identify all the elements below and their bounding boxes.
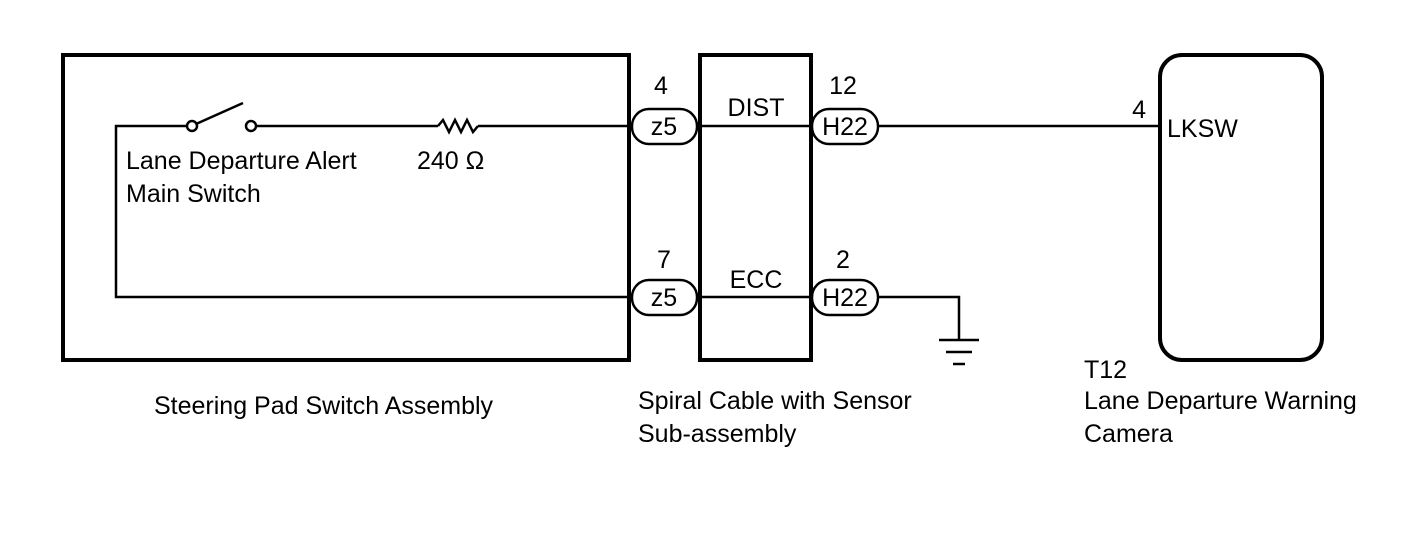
pin-z5-bottom: 7 bbox=[657, 246, 671, 274]
connector-z5-bottom bbox=[630, 278, 699, 317]
switch-label-line1: Lane Departure Alert bbox=[126, 147, 357, 175]
wire-inner-loop bbox=[114, 124, 632, 299]
connector-h22-bottom bbox=[810, 278, 880, 317]
terminal-lksw: LKSW bbox=[1167, 115, 1238, 143]
switch-blade bbox=[195, 101, 244, 126]
pin-h22-bottom: 2 bbox=[836, 246, 850, 274]
camera-name-line2: Camera bbox=[1084, 420, 1173, 448]
switch-contact-left bbox=[185, 119, 199, 133]
spiral-cable-name-line2: Sub-assembly bbox=[638, 420, 797, 448]
connector-h22-bottom-label: H22 bbox=[822, 284, 868, 312]
spiral-cable-box bbox=[698, 53, 813, 362]
spiral-cable-name-line1: Spiral Cable with Sensor bbox=[638, 387, 912, 415]
steering-pad-switch-box bbox=[61, 53, 631, 362]
pin-camera: 4 bbox=[1132, 96, 1146, 124]
camera-box bbox=[1158, 53, 1324, 362]
camera-name-line1: Lane Departure Warning bbox=[1084, 387, 1357, 415]
switch-label-line2: Main Switch bbox=[126, 180, 261, 208]
signal-dist: DIST bbox=[728, 94, 785, 122]
connector-z5-top bbox=[630, 107, 699, 146]
wire-ground bbox=[878, 295, 961, 340]
resistor-label: 240 Ω bbox=[417, 147, 484, 175]
steering-pad-name: Steering Pad Switch Assembly bbox=[154, 392, 494, 420]
pin-z5-top: 4 bbox=[654, 72, 668, 100]
connector-h22-top bbox=[810, 107, 880, 146]
camera-code: T12 bbox=[1084, 356, 1127, 384]
resistor-symbol bbox=[437, 117, 479, 135]
connector-z5-bottom-label: z5 bbox=[651, 284, 677, 312]
switch-contact-right bbox=[244, 119, 258, 133]
connector-h22-top-label: H22 bbox=[822, 113, 868, 141]
connector-z5-top-label: z5 bbox=[651, 113, 677, 141]
pin-h22-top: 12 bbox=[829, 72, 857, 100]
signal-ecc: ECC bbox=[730, 266, 783, 294]
